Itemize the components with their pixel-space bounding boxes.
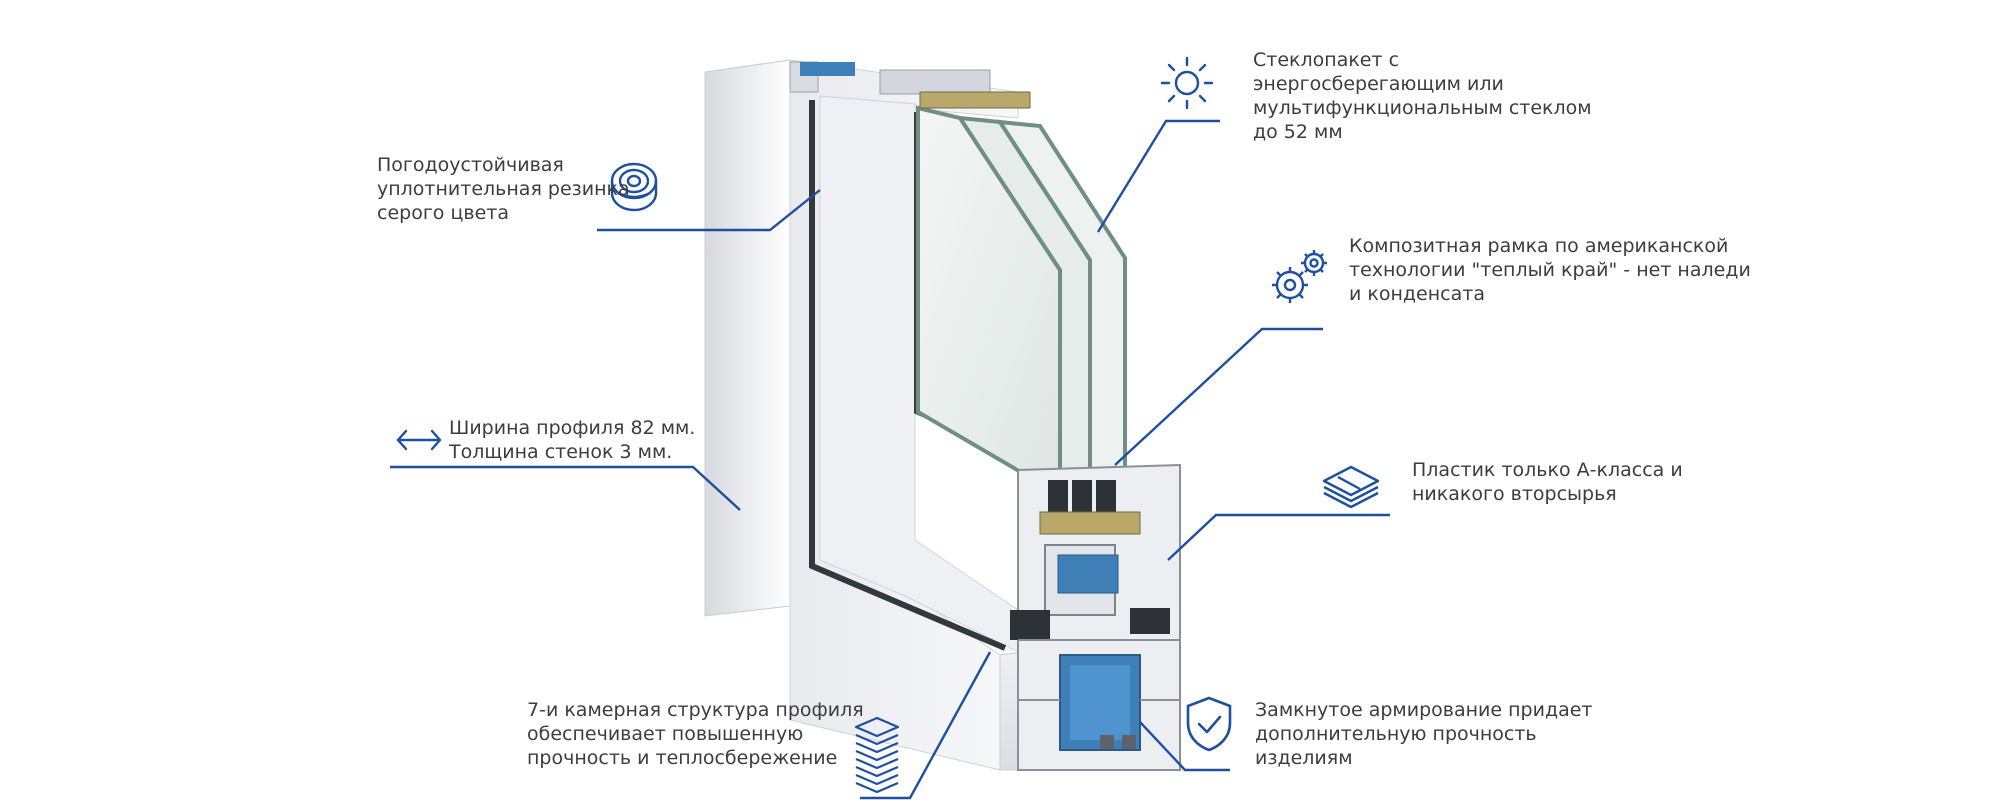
label-line: Ширина профиля 82 мм. <box>449 417 696 439</box>
leader-chambers <box>860 651 992 800</box>
leader-seal <box>597 189 821 232</box>
label-line: обеспечивает повышенную <box>527 723 804 745</box>
label-line: Толщина стенок 3 мм. <box>449 441 673 463</box>
label-line: Пластик только А-класса и <box>1412 459 1683 481</box>
top-chamber-reinforcement <box>800 62 855 76</box>
layers-icon <box>1322 465 1380 509</box>
feature-label-reinforcement: Замкнутое армирование придает дополнител… <box>1255 698 1593 770</box>
label-line: серого цвета <box>377 202 509 224</box>
gears-icon <box>1272 250 1327 303</box>
leader-plastic <box>1167 513 1390 561</box>
label-line: изделиям <box>1255 747 1353 769</box>
leader-reinforcement <box>1139 721 1230 772</box>
label-line: дополнительную прочность <box>1255 723 1537 745</box>
label-line: Погодоустойчивая <box>377 154 564 176</box>
label-line: мультифункциональным стеклом <box>1253 97 1592 119</box>
label-line: уплотнительная резинка <box>377 178 630 200</box>
feature-label-chambers: 7-и камерная структура профиля обеспечив… <box>527 698 864 770</box>
label-line: технологии "теплый край" - нет наледи <box>1349 259 1751 281</box>
leader-glass-unit <box>1096 119 1220 233</box>
feature-label-glass-unit: Стеклопакет с энергосберегающим или муль… <box>1253 48 1592 144</box>
feature-label-plastic: Пластик только А-класса и никакого вторс… <box>1412 458 1683 506</box>
bottom-cross-section <box>1010 463 1181 771</box>
label-line: до 52 мм <box>1253 121 1343 143</box>
label-line: Композитная рамка по американской <box>1349 235 1729 257</box>
feature-label-profile-width: Ширина профиля 82 мм. Толщина стенок 3 м… <box>449 416 695 464</box>
feature-label-seal: Погодоустойчивая уплотнительная резинка … <box>377 153 630 225</box>
seal-rings-icon <box>610 162 658 212</box>
seal-line <box>809 100 1007 651</box>
sun-icon <box>1160 56 1214 110</box>
top-spacer <box>919 91 1031 109</box>
shield-check-icon <box>1186 696 1232 752</box>
label-line: прочность и теплосбережение <box>527 747 838 769</box>
frame-side-face <box>704 59 791 617</box>
double-arrow-icon <box>396 429 442 451</box>
label-line: никакого вторсырья <box>1412 483 1617 505</box>
label-line: Стеклопакет с <box>1253 49 1400 71</box>
leader-lines <box>390 119 1390 800</box>
label-line: 7-и камерная структура профиля <box>527 699 864 721</box>
feature-label-warm-edge: Композитная рамка по американской технол… <box>1349 234 1751 306</box>
stack-icon <box>854 716 900 793</box>
top-chamber-mid <box>879 69 991 95</box>
label-line: и конденсата <box>1349 283 1485 305</box>
label-line: Замкнутое армирование придает <box>1255 699 1593 721</box>
leader-warm-edge <box>1114 327 1323 466</box>
label-line: энергосберегающим или <box>1253 73 1504 95</box>
leader-profile-width <box>390 465 741 511</box>
